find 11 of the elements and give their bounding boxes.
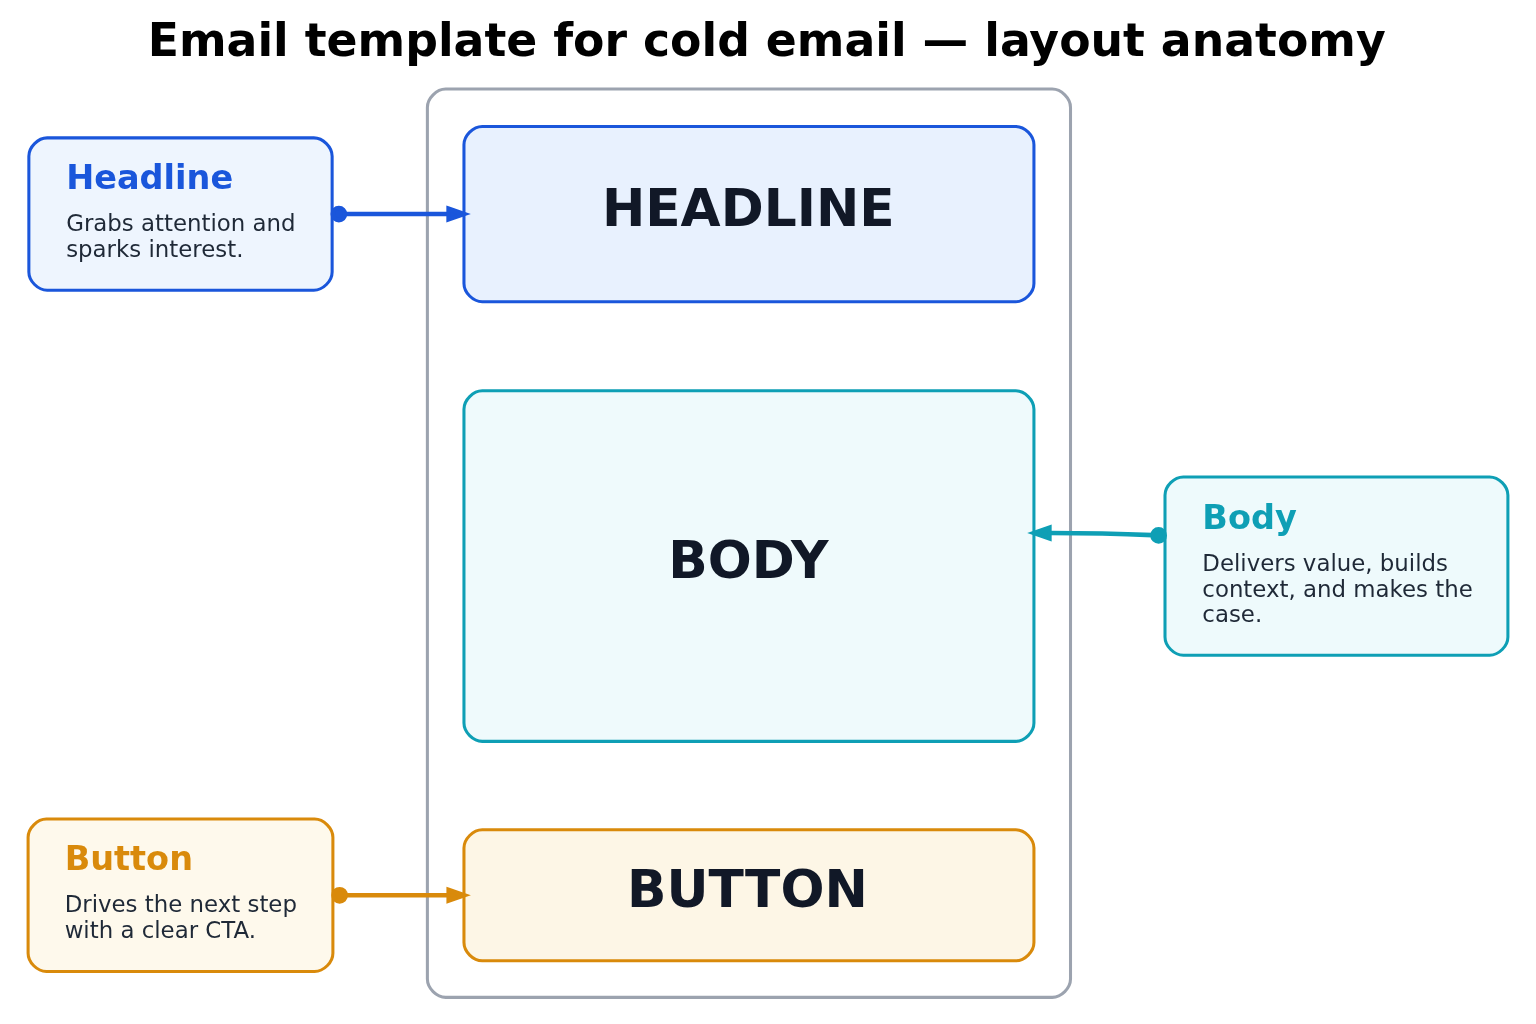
node-box: BODY: [462, 389, 1036, 743]
node-box: BUTTON: [462, 828, 1036, 963]
node-box: HEADLINE: [462, 124, 1036, 304]
cluster: [425, 87, 1073, 999]
diagram-title: Email template for cold email — layout anatomy: [147, 13, 1386, 67]
arrow: [1027, 524, 1167, 544]
arrow: [330, 205, 471, 223]
node-box: Headline Grabs attention and sparks interest.: [27, 136, 334, 292]
node-box: Body Delivers value, builds context, and makes the case.: [1163, 475, 1510, 657]
node-box: Button Drives the next step with a clear CTA.: [26, 817, 335, 973]
arrow: [331, 886, 471, 904]
